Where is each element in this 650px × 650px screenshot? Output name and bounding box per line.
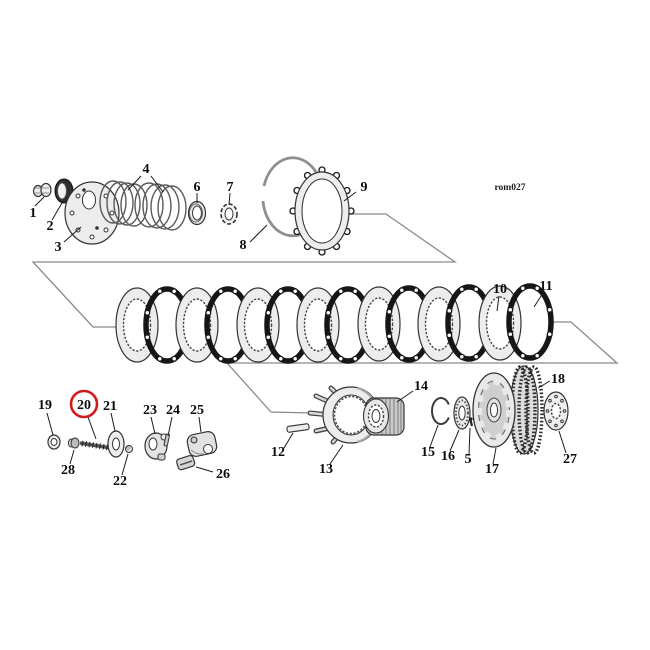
part-label-9: 9 <box>361 180 368 195</box>
part-label-4: 4 <box>143 162 150 177</box>
part-3-pressure-plate <box>64 181 120 245</box>
part-12-key <box>286 423 310 433</box>
part-20-adjusting-screw <box>79 440 112 451</box>
part-label-3: 3 <box>55 240 62 255</box>
clutch-plate-stack <box>115 286 552 362</box>
part-7-retainer <box>220 203 238 225</box>
part-label-22: 22 <box>113 474 127 489</box>
leader-lines <box>34 175 567 476</box>
part-label-28: 28 <box>61 463 75 478</box>
part-28-locknut <box>68 437 80 449</box>
part-6-collar <box>187 200 207 226</box>
part-14-drum <box>362 397 405 436</box>
part-label-20: 20 <box>77 398 91 413</box>
part-label-7: 7 <box>227 180 234 195</box>
part-label-8: 8 <box>240 238 247 253</box>
connector-top-row <box>31 213 458 328</box>
part-27-retainer-disc <box>543 391 569 431</box>
part-label-25: 25 <box>190 403 204 418</box>
part-23-lever <box>144 432 168 461</box>
part-label-6: 6 <box>194 180 201 195</box>
part-label-5: 5 <box>465 452 472 467</box>
part-21-washer <box>107 430 125 458</box>
red-highlight-circle <box>69 389 99 419</box>
part-labels: 1 2 3 4 5 6 7 8 9 10 11 12 13 14 15 16 1… <box>30 162 578 489</box>
part-18-sprocket <box>510 365 544 455</box>
part-16-bearing <box>453 396 471 430</box>
part-label-10: 10 <box>493 282 507 297</box>
part-label-2: 2 <box>47 219 54 234</box>
part-17-clutch-shell <box>472 365 544 455</box>
part-26-ramp <box>176 454 196 471</box>
part-label-26: 26 <box>216 467 230 482</box>
part-label-16: 16 <box>441 449 455 464</box>
figure-code: rom027 <box>495 183 526 193</box>
part-22-ball <box>125 445 133 453</box>
part-label-11: 11 <box>539 279 552 294</box>
part-label-13: 13 <box>319 462 333 477</box>
part-label-19: 19 <box>38 398 52 413</box>
part-label-17: 17 <box>485 462 499 477</box>
part-label-18: 18 <box>551 372 565 387</box>
part-15-snap-ring <box>431 397 450 425</box>
part-9-toothed-ring <box>289 166 355 256</box>
part-label-27: 27 <box>563 452 577 467</box>
part-19-nut <box>47 434 61 450</box>
connector-bottom-row <box>225 321 619 414</box>
part-1-screw <box>32 182 52 198</box>
part-label-14: 14 <box>414 379 428 394</box>
part-25-housing <box>186 431 218 457</box>
part-label-21: 21 <box>103 399 117 414</box>
part-label-24: 24 <box>166 403 180 418</box>
part-label-1: 1 <box>30 206 37 221</box>
part-label-15: 15 <box>421 445 435 460</box>
part-label-23: 23 <box>143 403 157 418</box>
part-5-screw <box>468 417 474 427</box>
part-label-12: 12 <box>271 445 285 460</box>
